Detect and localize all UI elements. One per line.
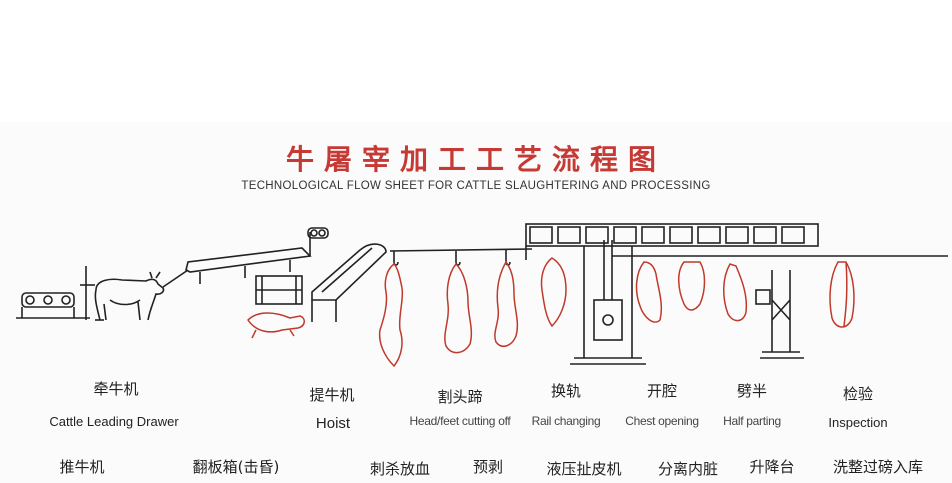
- carcass-rail-change: [540, 257, 567, 328]
- label-hoist-en: Hoist: [315, 415, 351, 432]
- cattle-leading-drawer-machine: [16, 266, 104, 321]
- label-rail-changing-en: Rail changing: [531, 414, 601, 428]
- stunned-cattle: [247, 312, 305, 339]
- label-sticking: 刺杀放血: [369, 460, 431, 478]
- hydraulic-hide-puller: [570, 240, 646, 365]
- lift-platform: [755, 270, 804, 359]
- label-lift: 升降台: [749, 458, 795, 476]
- label-half-parting-en: Half parting: [723, 414, 781, 428]
- hooks: [393, 250, 511, 266]
- pusher-conveyor: [185, 227, 329, 284]
- carcass-half: [723, 263, 748, 322]
- diagram-panel: [0, 122, 952, 483]
- label-evisceration: 分离内脏: [657, 460, 719, 478]
- label-stunning-box: 翻板箱(击昏): [192, 458, 280, 476]
- label-cattle-leading-en: Cattle Leading Drawer: [49, 414, 179, 429]
- diagram-title: 牛屠宰加工工艺流程图: [285, 143, 666, 176]
- carcass-pre-skinning: [494, 260, 519, 347]
- carcass-figures: [247, 257, 855, 368]
- label-wash-weigh: 洗整过磅入库: [832, 458, 924, 476]
- top-blank-band: [0, 0, 952, 122]
- label-chest-opening-en: Chest opening: [625, 414, 699, 428]
- carcass-chest: [635, 261, 663, 323]
- label-hide-puller: 液压扯皮机: [546, 460, 622, 478]
- carcass-head-feet: [444, 262, 473, 354]
- label-head-feet-en: Head/feet cutting off: [409, 414, 511, 428]
- carcass-evisceration: [678, 261, 706, 311]
- stunning-box: [255, 275, 303, 305]
- diagram-subtitle: TECHNOLOGICAL FLOW SHEET FOR CATTLE SLAU…: [241, 180, 711, 192]
- label-rail-changing-cn: 换轨: [550, 382, 582, 400]
- overhead-rail-left: [389, 248, 533, 252]
- label-inspection-cn: 检验: [842, 385, 874, 403]
- label-cattle-leading-cn: 牵牛机: [93, 380, 139, 398]
- label-pusher: 推牛机: [59, 458, 105, 476]
- live-cattle-figure: [94, 271, 165, 321]
- hoist-incline-conveyor: [311, 243, 387, 322]
- rail-changing-gantry: [525, 223, 819, 260]
- label-hoist-cn: 提牛机: [309, 386, 355, 404]
- carcass-sticking: [378, 263, 404, 368]
- label-pre-skinning: 预剥: [472, 458, 504, 476]
- label-inspection-en: Inspection: [828, 415, 888, 430]
- label-half-parting-cn: 劈半: [736, 382, 768, 400]
- label-head-feet-cn: 割头蹄: [437, 388, 483, 406]
- label-chest-opening-cn: 开腔: [646, 382, 678, 400]
- carcass-inspection: [829, 261, 855, 328]
